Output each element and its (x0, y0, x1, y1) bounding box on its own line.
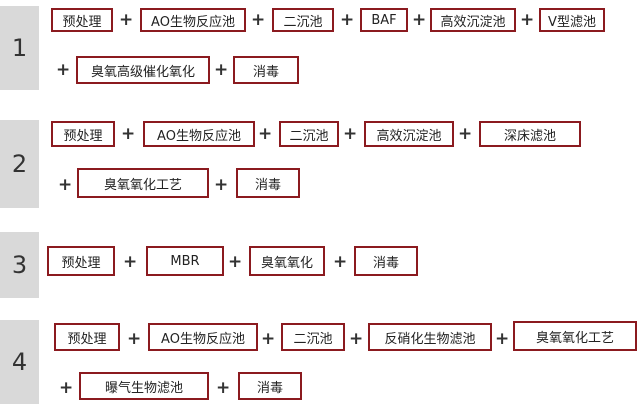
step-box: 二沉池 (279, 121, 339, 147)
plus-icon: + (333, 252, 348, 272)
route-number: 1 (0, 6, 39, 90)
plus-icon: + (58, 175, 73, 195)
plus-icon: + (121, 124, 136, 144)
plus-icon: + (340, 10, 355, 30)
plus-icon: + (119, 10, 134, 30)
plus-icon: + (216, 378, 231, 398)
step-box: 二沉池 (281, 323, 345, 351)
step-box: 预处理 (51, 8, 113, 32)
step-box: BAF (360, 8, 408, 32)
step-box: 臭氧氧化工艺 (77, 168, 209, 198)
step-box: V型滤池 (539, 8, 605, 32)
step-box: 消毒 (236, 168, 300, 198)
plus-icon: + (59, 378, 74, 398)
step-box: 预处理 (47, 246, 115, 276)
plus-icon: + (412, 10, 427, 30)
step-box: 消毒 (233, 56, 299, 84)
plus-icon: + (343, 124, 358, 144)
plus-icon: + (214, 175, 229, 195)
step-box: AO生物反应池 (140, 8, 246, 32)
step-box: 高效沉淀池 (430, 8, 516, 32)
step-box: 预处理 (54, 323, 120, 351)
plus-icon: + (214, 60, 229, 80)
step-box: AO生物反应池 (143, 121, 255, 147)
step-box: 臭氧高级催化氧化 (76, 56, 210, 84)
step-box: 预处理 (51, 121, 115, 147)
step-box: 深床滤池 (479, 121, 581, 147)
plus-icon: + (495, 329, 510, 349)
step-box: AO生物反应池 (148, 323, 258, 351)
plus-icon: + (251, 10, 266, 30)
step-box: 臭氧氧化 (249, 246, 325, 276)
step-box: 曝气生物滤池 (79, 372, 209, 400)
plus-icon: + (258, 124, 273, 144)
step-box: 高效沉淀池 (364, 121, 454, 147)
route-number: 4 (0, 320, 39, 404)
plus-icon: + (349, 329, 364, 349)
step-box: MBR (146, 246, 224, 276)
step-box: 臭氧氧化工艺 (513, 321, 637, 351)
plus-icon: + (123, 252, 138, 272)
plus-icon: + (520, 10, 535, 30)
route-number: 3 (0, 232, 39, 298)
plus-icon: + (127, 329, 142, 349)
plus-icon: + (458, 124, 473, 144)
plus-icon: + (228, 252, 243, 272)
step-box: 二沉池 (272, 8, 334, 32)
step-box: 消毒 (354, 246, 418, 276)
step-box: 反硝化生物滤池 (368, 323, 492, 351)
plus-icon: + (261, 329, 276, 349)
plus-icon: + (56, 60, 71, 80)
step-box: 消毒 (238, 372, 302, 400)
route-number: 2 (0, 120, 39, 208)
